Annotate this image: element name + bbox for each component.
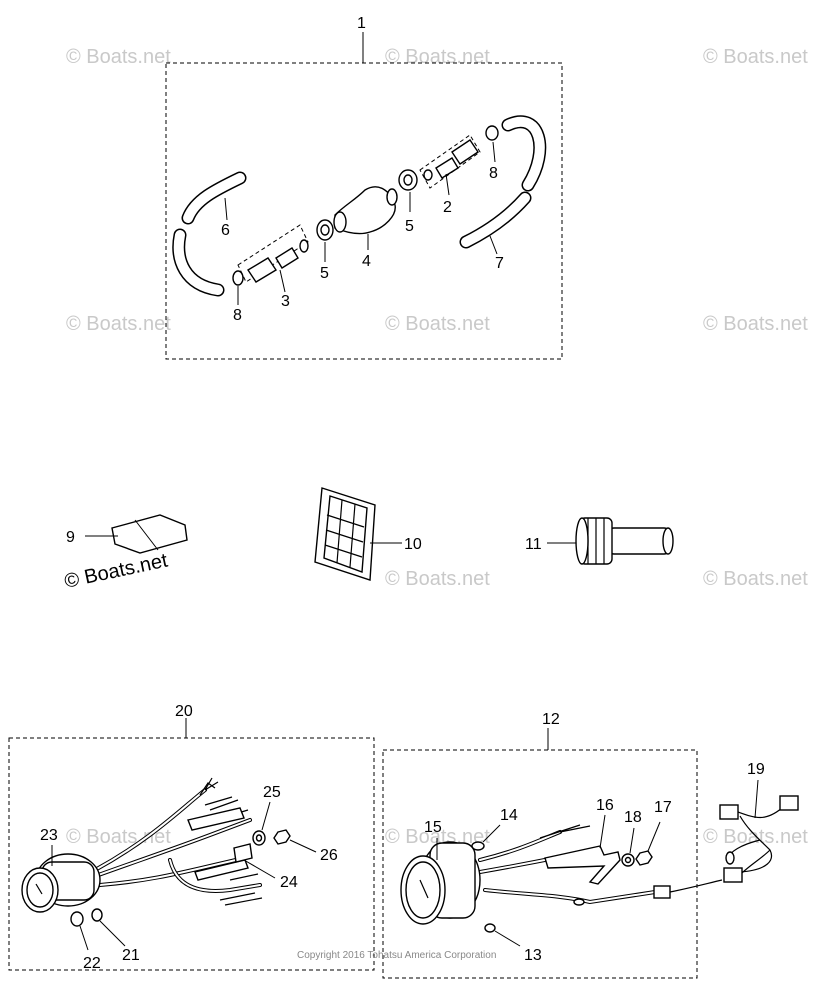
callout-23: 23 (40, 827, 58, 844)
harness-plug-right (779, 795, 799, 811)
callout-25: 25 (263, 784, 281, 801)
callout-26: 26 (320, 847, 338, 864)
assembly-box-20 (8, 737, 375, 971)
nut-26 (273, 829, 291, 845)
connector-3 (247, 257, 277, 283)
watermark: © Boats.net (66, 313, 171, 335)
connector-plug (653, 885, 671, 899)
callout-3: 3 (281, 293, 290, 310)
connector-2-box (419, 134, 481, 189)
bulb-22 (70, 911, 84, 927)
callout-11: 11 (525, 536, 542, 553)
callout-8b: 8 (489, 165, 498, 182)
callout-19: 19 (747, 761, 765, 778)
wire-harness-19: 19 (719, 761, 799, 883)
connector-3-box (237, 224, 309, 283)
part-11-fitting: 11 (525, 517, 674, 565)
assembly-box-12 (382, 749, 698, 979)
callout-9: 9 (66, 529, 75, 546)
watermark: © Boats.net (62, 549, 170, 592)
o-ring-8-right (485, 125, 499, 141)
copyright-text: Copyright 2016 Tohatsu America Corporati… (297, 950, 496, 961)
primer-bulb-4 (334, 186, 396, 235)
watermark: © Boats.net (385, 568, 490, 590)
part-9-pad: 9 (66, 514, 188, 554)
callout-20: 20 (175, 703, 193, 720)
callout-10: 10 (404, 536, 422, 553)
watermark: © Boats.net (703, 46, 808, 68)
fuel-line-assembly: 1 6 7 3 8 5 4 (165, 15, 563, 360)
bulb-14 (471, 841, 485, 851)
watermark: © Boats.net (703, 313, 808, 335)
part-10-label: 10 (314, 487, 422, 581)
callout-14: 14 (500, 807, 518, 824)
gauge-assembly-20: 20 23 22 21 24 (8, 703, 375, 972)
pad-9 (111, 514, 188, 554)
callout-5a: 5 (320, 265, 329, 282)
fitting-11 (607, 527, 671, 555)
bracket-16 (544, 845, 621, 885)
callout-8a: 8 (233, 307, 242, 324)
watermark: © Boats.net (66, 46, 171, 68)
callout-7: 7 (495, 255, 504, 272)
nut-17 (635, 850, 653, 866)
bulb-13 (484, 923, 496, 933)
callout-4: 4 (362, 253, 371, 270)
watermarks: © Boats.net © Boats.net © Boats.net © Bo… (62, 46, 808, 848)
callout-16: 16 (596, 797, 614, 814)
callout-21: 21 (122, 947, 140, 964)
callout-2: 2 (443, 199, 452, 216)
watermark: © Boats.net (703, 826, 808, 848)
watermark: © Boats.net (66, 826, 171, 848)
watermark: © Boats.net (703, 568, 808, 590)
watermark: © Boats.net (385, 313, 490, 335)
callout-15: 15 (424, 819, 442, 836)
o-ring-8-left (232, 270, 244, 286)
callout-22: 22 (83, 955, 101, 972)
callout-1: 1 (357, 15, 366, 32)
bulb-21 (91, 908, 103, 922)
callout-5b: 5 (405, 218, 414, 235)
assembly-box-1 (165, 62, 563, 360)
callout-17: 17 (654, 799, 672, 816)
harness-plug-left (719, 804, 739, 820)
callout-18: 18 (624, 809, 642, 826)
bracket-24 (233, 843, 253, 863)
gauge-assembly-12: 12 16 15 14 13 18 (382, 711, 723, 979)
callout-12: 12 (542, 711, 560, 728)
callout-6: 6 (221, 222, 230, 239)
connector-2 (423, 169, 433, 181)
watermark: © Boats.net (385, 46, 490, 68)
callout-24: 24 (280, 874, 298, 891)
callout-13: 13 (524, 947, 542, 964)
